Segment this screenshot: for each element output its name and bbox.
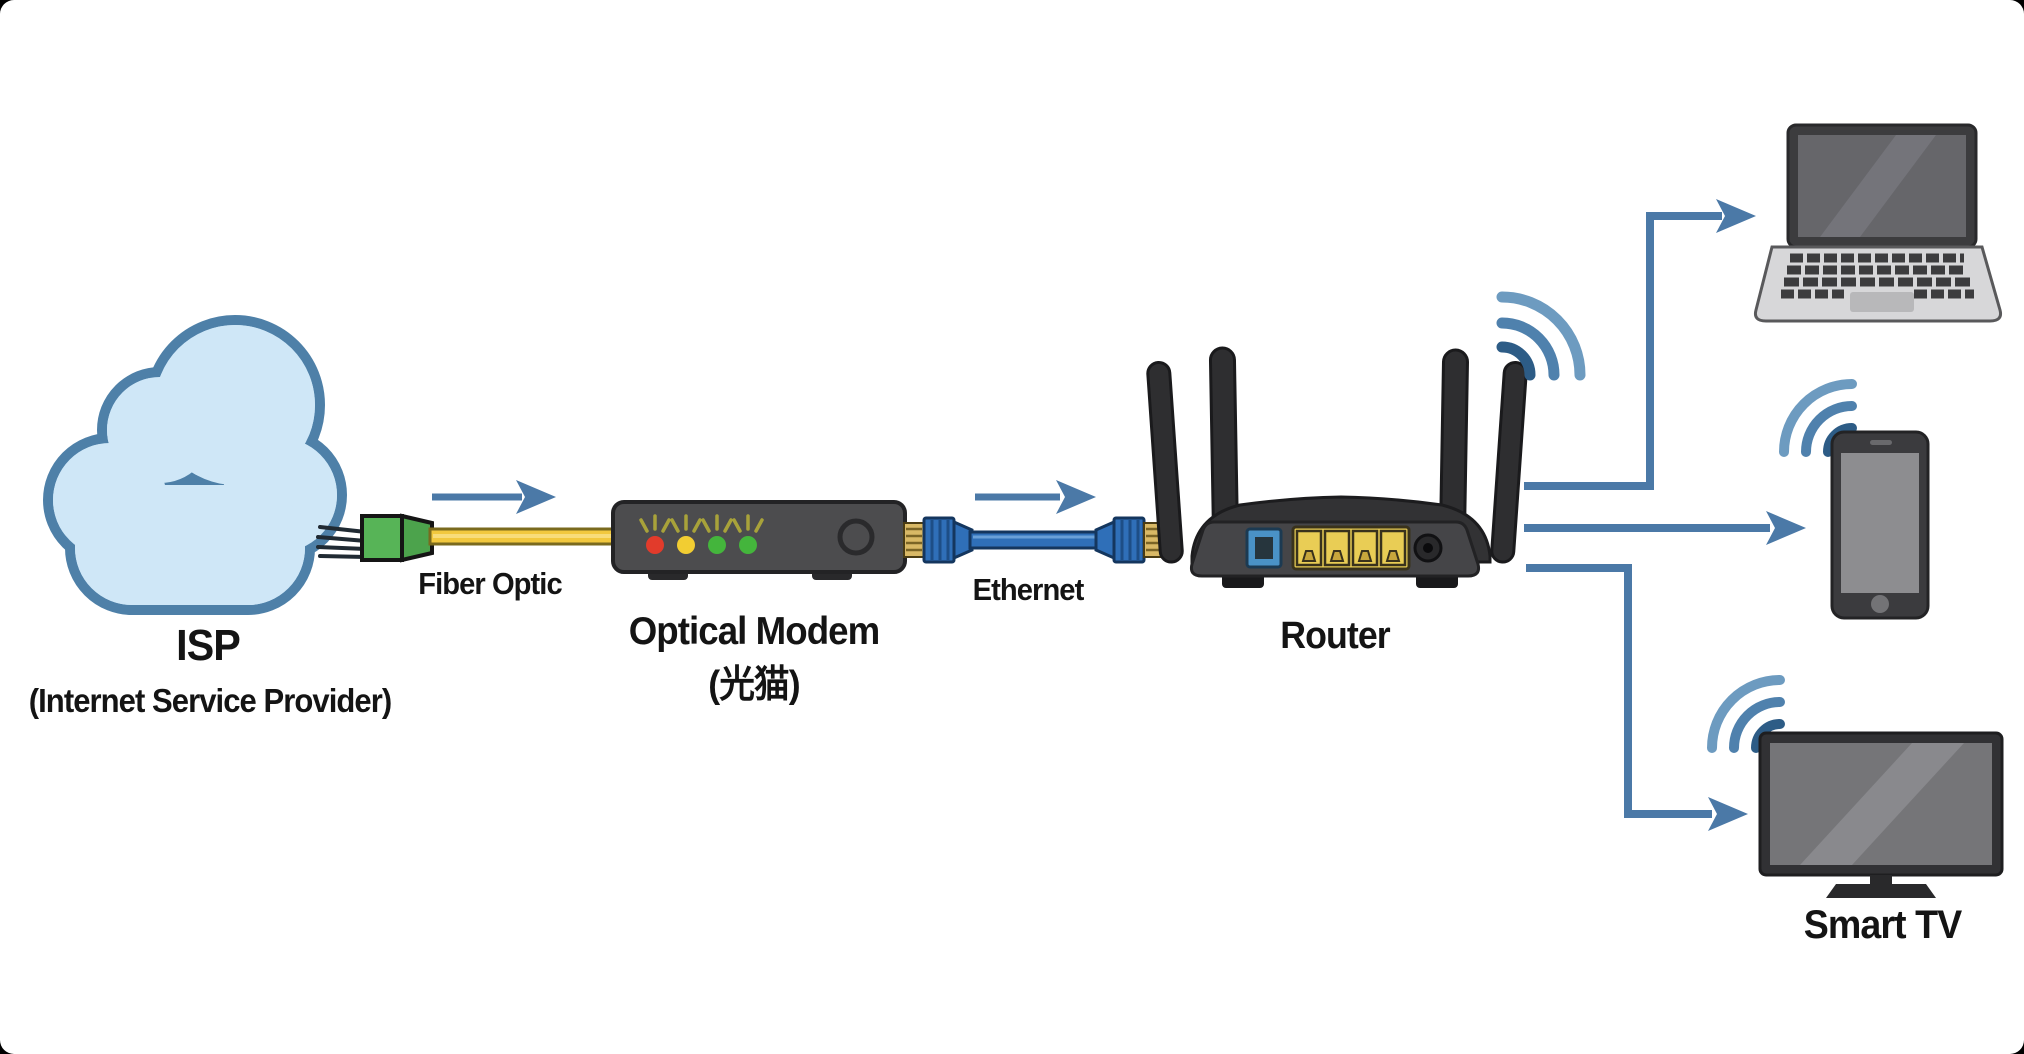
router-wifi-icon — [1496, 291, 1586, 381]
modem-led-green-2 — [739, 536, 757, 554]
router-title: Router — [1280, 615, 1390, 657]
flow-arrow-modem-to-router — [975, 480, 1096, 514]
link-router-to-smartphone — [1524, 511, 1806, 545]
link-router-to-laptop — [1524, 199, 1756, 490]
link-router-to-smart-tv — [1526, 564, 1748, 831]
modem-led-rays — [639, 514, 764, 533]
router-antenna-4 — [1490, 360, 1528, 564]
optical-modem-subtitle: (光猫) — [708, 664, 800, 706]
modem-led-red — [646, 536, 664, 554]
fiber-cable — [428, 527, 620, 546]
router-antenna-1 — [1146, 360, 1184, 564]
optical-modem-icon — [611, 500, 907, 580]
fiber-pigtails — [316, 525, 368, 559]
router-icon — [1146, 346, 1528, 588]
laptop-icon — [1754, 123, 2002, 323]
isp-title: ISP — [176, 621, 241, 670]
flow-arrow-isp-to-modem — [432, 480, 556, 514]
smartphone-icon — [1830, 430, 1930, 620]
modem-button — [837, 518, 875, 556]
optical-modem-title: Optical Modem — [628, 610, 880, 653]
router-lan-ports — [1291, 525, 1411, 571]
modem-led-green-1 — [708, 536, 726, 554]
modem-led-yellow — [677, 536, 695, 554]
smart-tv-wifi-icon — [1707, 675, 1785, 753]
ethernet-cable-icon — [903, 516, 1165, 564]
smartphone-home-button — [1871, 595, 1889, 613]
isp-subtitle: (Internet Service Provider) — [28, 682, 392, 719]
laptop-trackpad — [1850, 292, 1914, 312]
ethernet-label: Ethernet — [972, 572, 1085, 607]
smart-tv-title: Smart TV — [1803, 903, 1962, 947]
router-wan-port — [1245, 527, 1283, 569]
fiber-connector-icon — [360, 513, 434, 563]
fiber-optic-label: Fiber Optic — [418, 566, 562, 601]
isp-cloud-icon — [43, 315, 347, 615]
router-power-port — [1413, 533, 1443, 563]
laptop-keyboard — [1781, 253, 1974, 299]
smart-tv-icon — [1758, 731, 2004, 898]
